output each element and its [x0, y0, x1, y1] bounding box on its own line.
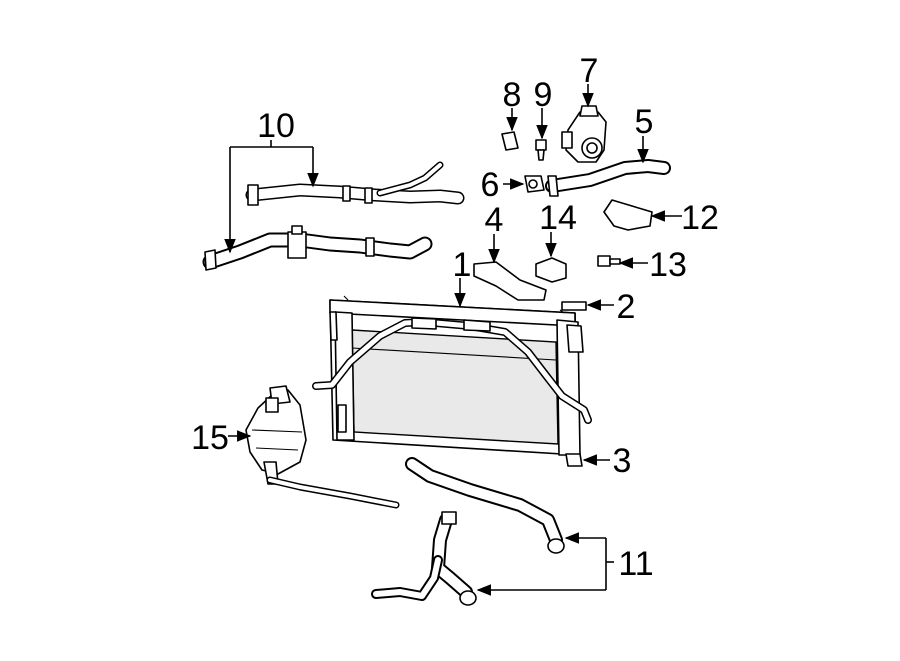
hose-adapter-12 [603, 199, 653, 231]
callout-12: 12 [681, 199, 719, 237]
bracket-2 [561, 301, 587, 311]
callout-1: 1 [453, 246, 472, 284]
callout-3: 3 [613, 442, 632, 480]
lower-hose-a [405, 457, 565, 554]
callout-7: 7 [580, 52, 599, 90]
drain-3 [565, 453, 583, 467]
heater-hose-lower [202, 225, 433, 271]
callout-11: 11 [618, 545, 653, 583]
callout-9: 9 [534, 76, 553, 114]
bracket-4 [473, 261, 547, 301]
coolant-reservoir [245, 385, 400, 509]
cap-8 [501, 131, 519, 151]
callout-13: 13 [649, 246, 687, 284]
fitting-6 [524, 175, 545, 193]
sensor-9 [535, 139, 547, 161]
callout-4: 4 [485, 201, 504, 239]
lower-hose-b [371, 511, 477, 606]
callout-6: 6 [481, 166, 500, 204]
callout-14: 14 [539, 199, 577, 237]
callout-5: 5 [635, 103, 654, 141]
radiator [312, 295, 592, 456]
callout-labels: 10 8 9 7 5 6 12 4 14 13 1 2 3 15 11 [191, 52, 719, 583]
heater-hose-upper [245, 161, 465, 206]
upper-radiator-hose [545, 159, 671, 197]
bolt-13 [597, 255, 621, 267]
callout-8: 8 [503, 76, 522, 114]
callout-2: 2 [617, 288, 636, 326]
callout-15: 15 [191, 419, 229, 457]
callout-10: 10 [257, 107, 295, 145]
leader-lines [224, 84, 682, 596]
sensor-14 [535, 257, 567, 283]
thermostat-housing [561, 105, 607, 163]
